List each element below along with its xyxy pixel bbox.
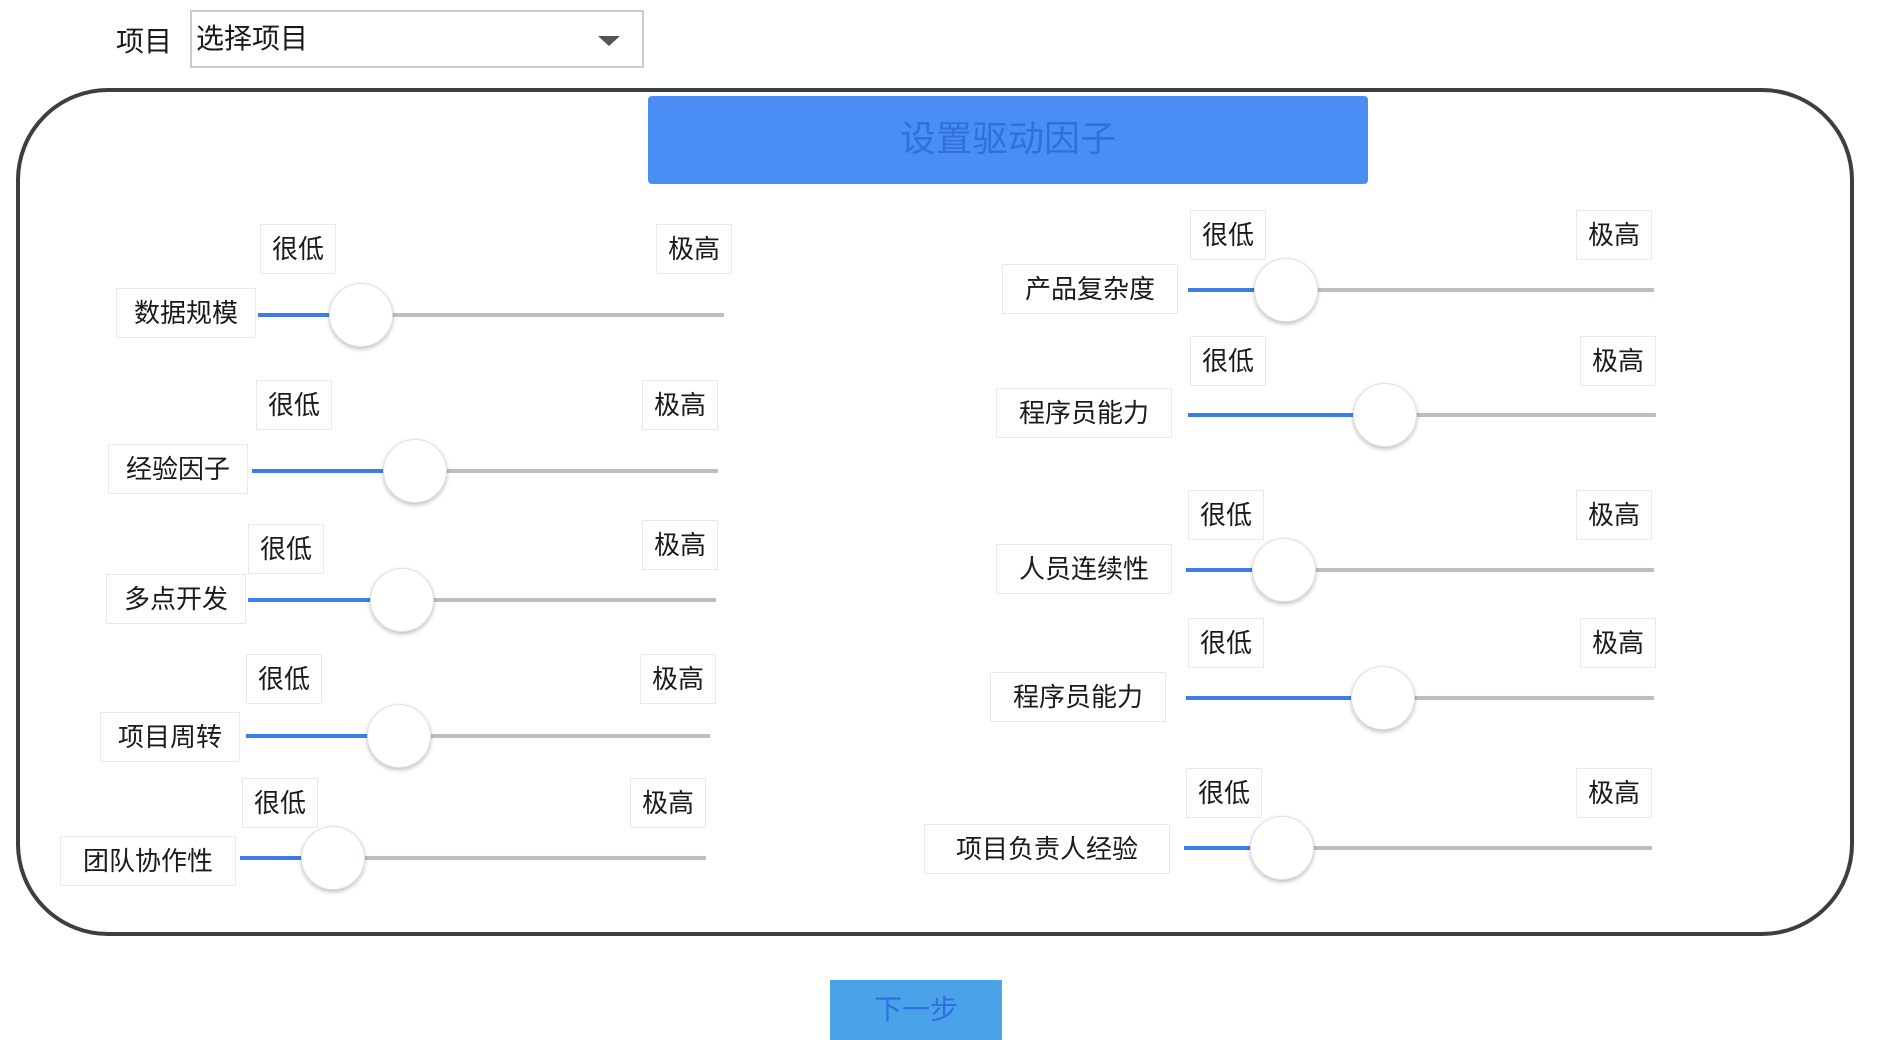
slider-high-label: 极高: [630, 778, 706, 828]
slider-track[interactable]: [246, 704, 710, 768]
slider-track[interactable]: [1188, 383, 1656, 447]
slider-low-label: 很低: [260, 224, 336, 274]
slider-high-label: 极高: [656, 224, 732, 274]
slider-track[interactable]: [240, 826, 706, 890]
project-select[interactable]: 选择项目: [190, 10, 644, 68]
slider-knob[interactable]: [329, 283, 393, 347]
slider-fill: [1186, 696, 1383, 700]
slider-low-label: 很低: [248, 524, 324, 574]
slider-label: 数据规模: [116, 288, 256, 338]
slider-knob[interactable]: [301, 826, 365, 890]
slider-track[interactable]: [1186, 538, 1654, 602]
slider-high-label: 极高: [642, 380, 718, 430]
slider-fill: [1188, 413, 1385, 417]
slider-low-label: 很低: [1188, 618, 1264, 668]
slider-track[interactable]: [1186, 666, 1654, 730]
slider-track[interactable]: [248, 568, 716, 632]
slider-knob[interactable]: [1250, 816, 1314, 880]
slider-low-label: 很低: [1190, 336, 1266, 386]
slider-high-label: 极高: [642, 520, 718, 570]
slider-fill: [252, 469, 415, 473]
slider-high-label: 极高: [1576, 768, 1652, 818]
slider-knob[interactable]: [1353, 383, 1417, 447]
slider-label: 程序员能力: [996, 388, 1172, 438]
slider-low-label: 很低: [1188, 490, 1264, 540]
slider-fill: [248, 598, 402, 602]
slider-label: 多点开发: [106, 574, 246, 624]
slider-knob[interactable]: [1252, 538, 1316, 602]
slider-high-label: 极高: [1580, 336, 1656, 386]
slider-fill: [1186, 568, 1284, 572]
slider-fill: [258, 313, 361, 317]
driver-factor-panel: [16, 88, 1854, 936]
slider-fill: [246, 734, 399, 738]
slider-track[interactable]: [1188, 258, 1654, 322]
slider-knob[interactable]: [383, 439, 447, 503]
chevron-down-icon[interactable]: [598, 36, 620, 46]
slider-low-label: 很低: [256, 380, 332, 430]
slider-label: 程序员能力: [990, 672, 1166, 722]
panel-title: 设置驱动因子: [648, 96, 1368, 184]
slider-low-label: 很低: [242, 778, 318, 828]
slider-knob[interactable]: [1351, 666, 1415, 730]
slider-low-label: 很低: [1190, 210, 1266, 260]
slider-label: 产品复杂度: [1002, 264, 1178, 314]
slider-fill: [240, 856, 333, 860]
slider-low-label: 很低: [246, 654, 322, 704]
slider-label: 人员连续性: [996, 544, 1172, 594]
slider-label: 团队协作性: [60, 836, 236, 886]
slider-high-label: 极高: [1580, 618, 1656, 668]
slider-track[interactable]: [252, 439, 718, 503]
slider-fill: [1184, 846, 1282, 850]
slider-track[interactable]: [1184, 816, 1652, 880]
slider-high-label: 极高: [640, 654, 716, 704]
slider-knob[interactable]: [367, 704, 431, 768]
slider-low-label: 很低: [1186, 768, 1262, 818]
slider-label: 项目周转: [100, 712, 240, 762]
project-select-value: 选择项目: [196, 22, 309, 55]
slider-label: 项目负责人经验: [924, 824, 1170, 874]
project-label: 项目: [116, 25, 173, 58]
slider-knob[interactable]: [1254, 258, 1318, 322]
slider-track[interactable]: [258, 283, 724, 347]
slider-high-label: 极高: [1576, 210, 1652, 260]
slider-knob[interactable]: [370, 568, 434, 632]
slider-high-label: 极高: [1576, 490, 1652, 540]
slider-fill: [1188, 288, 1286, 292]
slider-label: 经验因子: [108, 444, 248, 494]
next-step-button[interactable]: 下一步: [830, 980, 1002, 1040]
